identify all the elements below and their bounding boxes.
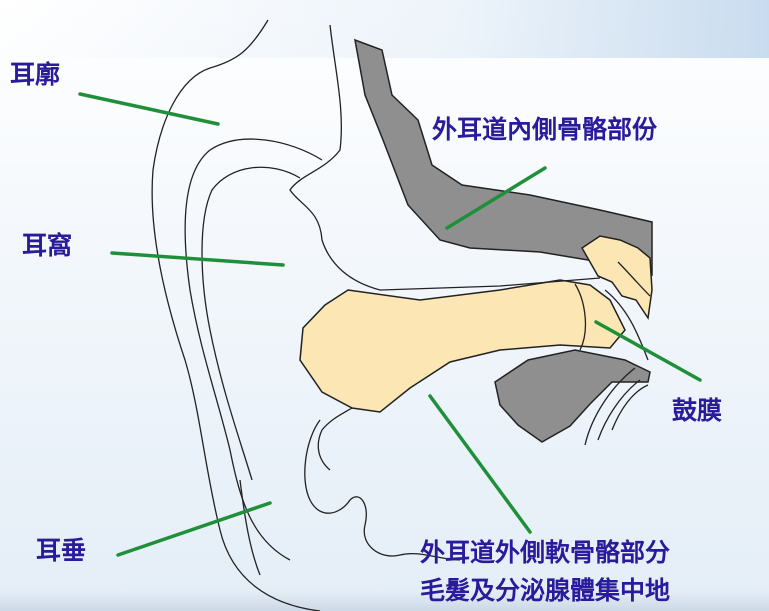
label-cartilage-canal-line2: 毛髮及分泌腺體集中地 bbox=[420, 576, 670, 606]
leader-line-pinna bbox=[80, 94, 218, 124]
label-pinna: 耳廓 bbox=[10, 60, 60, 90]
label-cartilage-canal-line1: 外耳道外側軟骨骼部分 bbox=[420, 538, 670, 568]
label-eardrum: 鼓膜 bbox=[672, 396, 722, 426]
helix-outline bbox=[152, 20, 320, 611]
label-bony-canal: 外耳道內側骨骼部份 bbox=[432, 115, 657, 145]
label-lobule: 耳垂 bbox=[36, 536, 86, 566]
inner-concha-outline bbox=[202, 167, 300, 480]
lobule-outline bbox=[240, 408, 352, 575]
leader-line-concha bbox=[112, 253, 283, 265]
lower-bone-region bbox=[495, 350, 650, 442]
label-concha: 耳窩 bbox=[22, 231, 72, 261]
